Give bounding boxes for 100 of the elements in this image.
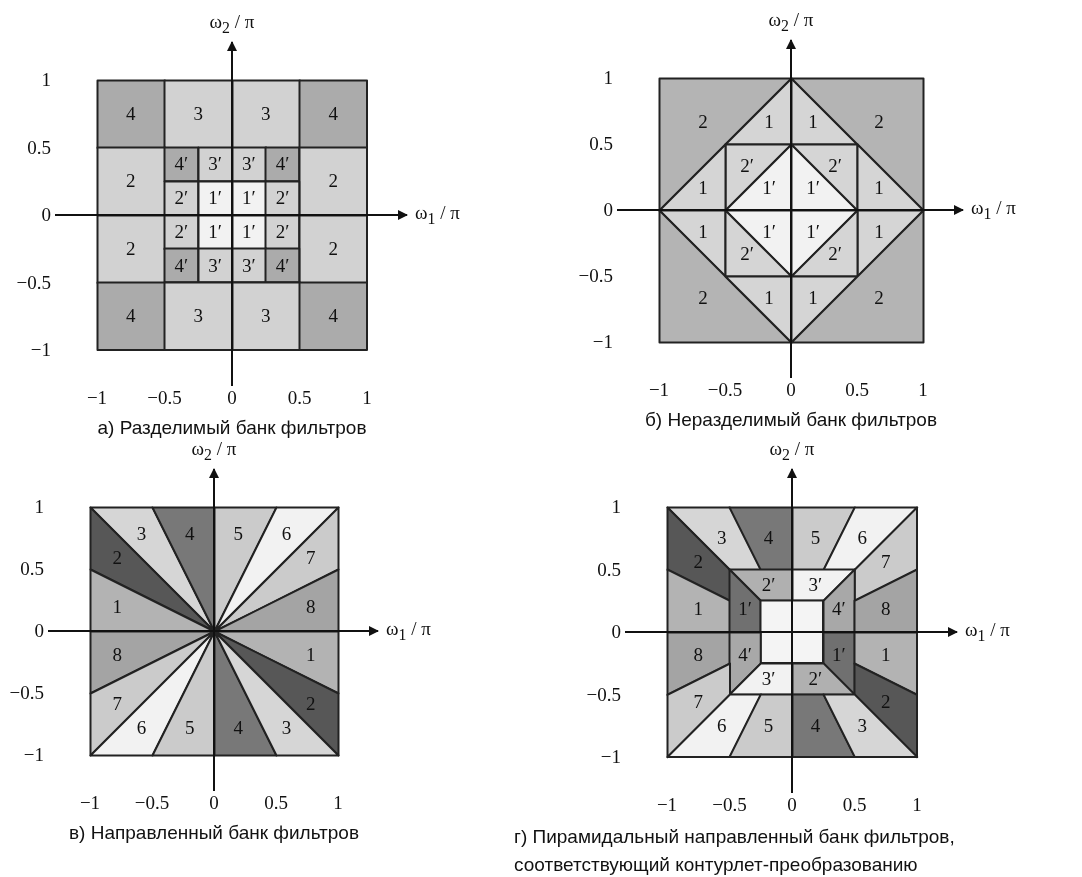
caption: б) Неразделимый банк фильтров [644, 408, 938, 433]
band-number: 7 [693, 691, 703, 714]
tick-label: −1 [656, 794, 678, 816]
band-number: 8 [112, 644, 122, 667]
band-number: 1 [112, 595, 122, 618]
caption: в) Направленный банк фильтров [69, 821, 359, 846]
axis-label: ω$_{1}$ / π [971, 197, 1016, 223]
tick-label: 0.5 [845, 379, 869, 401]
band-number: 6 [281, 523, 292, 546]
band-number: 4 [328, 102, 338, 125]
band-number: 4 [233, 716, 243, 739]
band-number: 3 [281, 716, 292, 739]
tick-label: −0.5 [578, 265, 613, 287]
tick-label: −0.5 [147, 387, 182, 409]
axis-label: ω$_{1}$ / π [415, 202, 460, 228]
band-number: 1 [305, 644, 316, 667]
band-number: 6 [716, 714, 727, 737]
tick-label: −1 [30, 339, 51, 361]
band-number: 8 [693, 644, 703, 667]
band-number: 2′ [275, 220, 290, 243]
tick-label: −0.5 [134, 792, 170, 814]
band-number: 4 [328, 305, 338, 328]
tick-label: −0.5 [712, 794, 747, 816]
band-number: 1′ [242, 187, 256, 210]
tick-label: 0.5 [842, 794, 867, 816]
band-number: 4 [185, 523, 195, 546]
tick-label: 1 [912, 794, 922, 816]
band-number: 2 [698, 287, 708, 309]
band-number: 8 [305, 595, 316, 618]
tick-label: 1 [918, 379, 928, 401]
tick-label: 0 [786, 379, 796, 401]
band-number: 1′ [762, 221, 776, 243]
tick-label: 0 [227, 387, 237, 409]
band-number: 1′ [806, 221, 820, 243]
band-number: 2 [126, 237, 136, 260]
tick-label: −1 [592, 331, 613, 353]
band-number: 4′ [832, 597, 846, 620]
tick-label: 0.5 [27, 136, 51, 159]
band-number: 2′ [740, 243, 754, 265]
band-number: 1 [881, 644, 891, 667]
band-number: 1 [874, 177, 884, 199]
tick-label: −1 [23, 744, 44, 766]
tick-label: 0 [611, 621, 621, 643]
band-number: 2′ [174, 220, 189, 243]
tick-label: −0.5 [707, 379, 743, 401]
band-number: 1′ [208, 187, 222, 210]
band-number: 3′ [761, 667, 776, 690]
tick-label: 0.5 [20, 558, 44, 580]
band-number: 1 [764, 287, 774, 309]
band-number: 8 [881, 597, 891, 620]
tick-label: 1 [41, 69, 51, 91]
caption: а) Разделимый банк фильтров [97, 416, 367, 441]
band-number: 5 [810, 527, 821, 550]
band-number: 2 [698, 111, 708, 133]
band-number: 4′ [275, 153, 290, 176]
band-number: 4 [763, 527, 774, 550]
tick-label: 1 [611, 496, 621, 518]
band-number: 3′ [208, 153, 222, 176]
band-number: 1 [874, 221, 884, 243]
tick-label: −1 [86, 387, 108, 409]
band-number: 2 [693, 550, 703, 573]
band-number: 2 [874, 111, 884, 133]
tick-label: −1 [600, 746, 621, 768]
tick-label: 0.5 [287, 387, 312, 409]
tick-label: 0 [787, 794, 797, 816]
axis-label: ω$_{1}$ / π [386, 618, 431, 644]
band-number: 1 [693, 597, 703, 620]
band-number: 2′ [808, 667, 823, 690]
band-number: 1′ [806, 177, 820, 199]
band-number: 3 [136, 523, 147, 546]
band-number: 3 [857, 714, 868, 737]
band-number: 3 [261, 102, 271, 125]
band-number: 3′ [242, 254, 256, 277]
band-number: 3 [261, 305, 271, 328]
band-number: 7 [305, 547, 316, 570]
tick-label: −0.5 [586, 683, 621, 706]
band-number: 4 [810, 714, 821, 737]
tick-label: −1 [648, 379, 670, 401]
band-number: 2 [881, 691, 891, 714]
tick-label: −0.5 [9, 682, 44, 704]
band-number: 4′ [738, 644, 752, 667]
band-number: 2′ [174, 187, 189, 210]
band-number: 2′ [828, 243, 842, 265]
tick-label: 1 [34, 496, 44, 518]
band-number: 5 [233, 523, 243, 546]
band-number: 2′ [740, 155, 754, 177]
band-number: 1 [698, 221, 708, 243]
band-number: 2′ [828, 155, 842, 177]
tick-label: 1 [333, 792, 343, 814]
band-number: 4′ [174, 254, 189, 277]
band-number: 1′ [762, 177, 776, 199]
band-number: 4′ [275, 254, 290, 277]
band-number: 2 [328, 237, 338, 260]
band-number: 6 [857, 527, 868, 550]
band-number: 2 [874, 287, 884, 309]
tick-label: 0.5 [597, 558, 621, 581]
caption: г) Пирамидальный направленный банк фильтров, соответствующий контурлет-преобразованию [514, 825, 956, 877]
band-number: 2 [328, 170, 338, 193]
band-number: 3 [193, 102, 203, 125]
band-number: 1′ [832, 644, 846, 667]
